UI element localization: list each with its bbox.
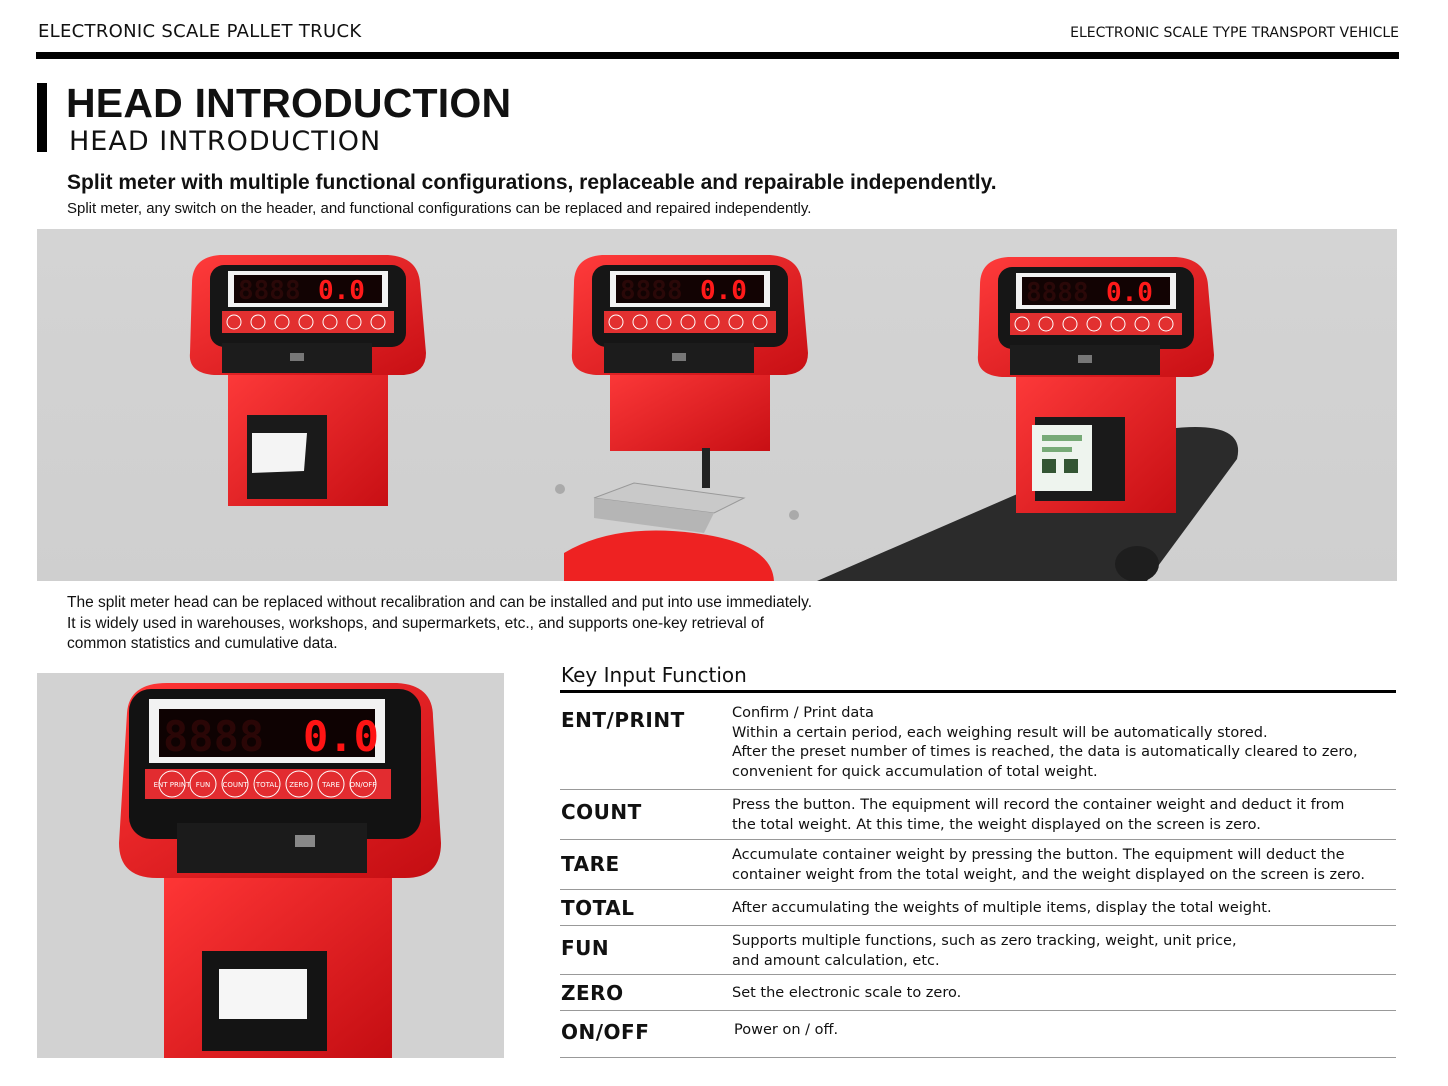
key-description-line: Accumulate container weight by pressing …: [732, 847, 1345, 863]
description-paragraph: The split meter head can be replaced wit…: [67, 593, 867, 655]
meter-closeup-illustration: 8888 0.0 ENT PRINT FUN COUNT TOTAL ZERO …: [119, 683, 441, 1058]
meter-button-ent: ENT PRINT: [154, 781, 192, 789]
meter-closeup-image: 8888 0.0 ENT PRINT FUN COUNT TOTAL ZERO …: [37, 673, 504, 1058]
key-description-line: convenient for quick accumulation of tot…: [732, 763, 1098, 780]
key-label: TARE: [561, 852, 620, 876]
key-label: FUN: [561, 936, 610, 960]
meter-button-zero: ZERO: [289, 781, 309, 789]
page-title: HEAD INTRODUCTION: [66, 80, 512, 126]
description-line-2: It is widely used in warehouses, worksho…: [67, 614, 764, 632]
description-line-1: The split meter head can be replaced wit…: [67, 594, 813, 611]
key-description-line: Power on / off.: [734, 1022, 839, 1038]
key-description-line: After the preset number of times is reac…: [732, 744, 1358, 760]
key-label: COUNT: [561, 800, 642, 824]
key-description-line: Set the electronic scale to zero.: [732, 985, 962, 1001]
key-row-tare: TARE Accumulate container weight by pres…: [560, 840, 1396, 890]
key-description-line: Confirm / Print data: [732, 705, 874, 721]
meter-button-total: TOTAL: [255, 781, 278, 789]
key-row-total: TOTAL After accumulating the weights of …: [560, 890, 1396, 926]
description-line-3: common statistics and cumulative data.: [67, 635, 338, 652]
header-rule: [36, 52, 1399, 59]
meter-display-value: 0.0: [303, 712, 379, 761]
hero-illustration: 0.0 8888: [189, 254, 1239, 581]
key-description-line: container weight from the total weight, …: [732, 866, 1365, 883]
title-accent-bar: [37, 83, 47, 152]
key-row-fun: FUN Supports multiple functions, such as…: [560, 926, 1396, 975]
meter-button-count: COUNT: [222, 781, 248, 789]
lead-text: Split meter, any switch on the header, a…: [67, 200, 812, 217]
meter-button-onoff: ON/OFF: [350, 781, 377, 789]
key-description-line: Press the button. The equipment will rec…: [732, 797, 1345, 813]
key-description: Power on / off.: [734, 1021, 838, 1041]
key-label: ZERO: [561, 981, 624, 1005]
lead-headline: Split meter with multiple functional con…: [67, 171, 997, 194]
key-description: Supports multiple functions, such as zer…: [732, 932, 1237, 971]
header-right-title: ELECTRONIC SCALE TYPE TRANSPORT VEHICLE: [1070, 25, 1399, 41]
key-description-line: Supports multiple functions, such as zer…: [732, 933, 1237, 949]
key-description: Confirm / Print data Within a certain pe…: [732, 704, 1358, 782]
key-description: Accumulate container weight by pressing …: [732, 846, 1365, 885]
meter-button-fun: FUN: [196, 781, 210, 789]
meter-button-tare: TARE: [321, 781, 340, 789]
header-left-title: ELECTRONIC SCALE PALLET TRUCK: [38, 21, 362, 42]
hero-product-image: 0.0 8888: [37, 229, 1397, 581]
key-label: ENT/PRINT: [561, 708, 685, 732]
key-description: Press the button. The equipment will rec…: [732, 796, 1344, 835]
page-subtitle: HEAD INTRODUCTION: [69, 126, 382, 157]
key-label: TOTAL: [561, 896, 635, 920]
key-label: ON/OFF: [561, 1020, 650, 1044]
key-row-on-off: ON/OFF Power on / off.: [560, 1011, 1396, 1058]
key-row-count: COUNT Press the button. The equipment wi…: [560, 790, 1396, 840]
key-description: Set the electronic scale to zero.: [732, 984, 961, 1004]
key-row-ent-print: ENT/PRINT Confirm / Print data Within a …: [560, 695, 1396, 790]
key-row-zero: ZERO Set the electronic scale to zero.: [560, 975, 1396, 1011]
key-description-line: the total weight. At this time, the weig…: [732, 816, 1261, 833]
key-description-line: Within a certain period, each weighing r…: [732, 724, 1268, 741]
key-description-line: After accumulating the weights of multip…: [732, 900, 1272, 916]
key-description-line: and amount calculation, etc.: [732, 952, 940, 969]
key-function-rule: [560, 690, 1396, 693]
svg-text:8888: 8888: [163, 712, 264, 761]
key-function-title: Key Input Function: [561, 663, 747, 687]
key-description: After accumulating the weights of multip…: [732, 899, 1272, 919]
